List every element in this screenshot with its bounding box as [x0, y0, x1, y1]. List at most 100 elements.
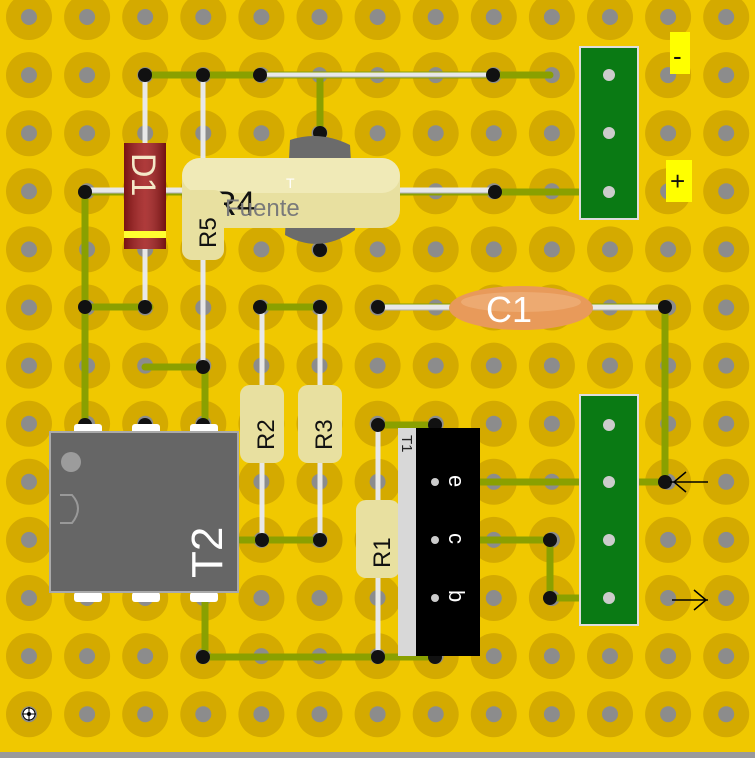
- pad-hole: [21, 357, 37, 374]
- pad-hole: [137, 9, 154, 25]
- solder-joint: [253, 300, 267, 314]
- r3-label: R3: [311, 419, 338, 450]
- pad-hole: [79, 648, 96, 665]
- pad-hole: [485, 357, 502, 374]
- pad-hole: [718, 67, 735, 84]
- r5-label: R5: [195, 217, 222, 248]
- pad-hole: [79, 67, 96, 84]
- solder-joint: [543, 533, 557, 547]
- capacitor-c1: C1: [449, 286, 593, 330]
- pad-hole: [660, 590, 677, 606]
- pad-hole: [369, 241, 386, 258]
- pad-hole: [602, 648, 618, 665]
- solder-joint: [253, 68, 267, 82]
- pad-hole: [660, 241, 677, 258]
- pad-hole: [369, 357, 386, 374]
- minus-label: -: [673, 41, 682, 71]
- pad-hole: [543, 648, 560, 665]
- pad-hole: [311, 9, 328, 25]
- pad-hole: [718, 241, 735, 258]
- resistor-r3: R3: [298, 385, 342, 463]
- pad-hole: [718, 590, 735, 606]
- pad-hole: [602, 706, 618, 723]
- pad-hole: [485, 590, 502, 606]
- pad-hole: [718, 648, 735, 665]
- pad-hole: [369, 125, 386, 142]
- pad-hole: [311, 706, 328, 723]
- pad-hole: [253, 241, 270, 258]
- plus-label: +: [670, 166, 685, 196]
- pad-hole: [543, 241, 560, 258]
- plus-marker: +: [666, 160, 692, 202]
- pad-hole: [427, 241, 444, 258]
- r2-label: R2: [253, 419, 280, 450]
- solder-joint: [371, 300, 385, 314]
- solder-joint: [371, 418, 385, 432]
- solder-joint: [255, 533, 269, 547]
- pad-hole: [79, 9, 96, 25]
- pad-hole: [369, 706, 386, 723]
- pad-hole: [602, 357, 618, 374]
- pot-label: Fuente: [225, 195, 300, 222]
- input-arrow-icon: [670, 471, 708, 493]
- solder-joint: [138, 300, 152, 314]
- solder-joint: [78, 300, 92, 314]
- pad-hole: [427, 9, 444, 25]
- origin-marker-icon: [22, 707, 36, 721]
- c1-label: C1: [486, 289, 532, 330]
- solder-joint: [196, 68, 210, 82]
- pad-hole: [21, 183, 37, 200]
- pad-hole: [195, 9, 212, 25]
- pad-hole: [21, 125, 37, 142]
- pad-hole: [660, 531, 677, 548]
- pad-hole: [718, 183, 735, 200]
- resistor-r1: R1: [356, 500, 400, 578]
- pad-hole: [21, 9, 37, 25]
- pin-c-label: c: [444, 533, 469, 544]
- pad-hole: [718, 473, 735, 490]
- pot-mark: T: [286, 175, 295, 191]
- pad-hole: [369, 9, 386, 25]
- pad-hole: [543, 125, 560, 142]
- pad-hole: [79, 125, 96, 142]
- pad-hole: [660, 706, 677, 723]
- pad-hole: [543, 9, 560, 25]
- solder-joint: [488, 185, 502, 199]
- pad-hole: [311, 590, 328, 606]
- pad-hole: [21, 67, 37, 84]
- resistor-r2: R2: [240, 385, 284, 463]
- pad-hole: [718, 415, 735, 432]
- pad-hole: [427, 357, 444, 374]
- pad-hole: [660, 9, 677, 25]
- pad-hole: [253, 706, 270, 723]
- pad-hole: [21, 415, 37, 432]
- pin-b-label: b: [444, 590, 469, 602]
- pad-hole: [137, 648, 154, 665]
- pad-hole: [137, 706, 154, 723]
- solder-joint: [371, 650, 385, 664]
- pad-hole: [543, 706, 560, 723]
- ic-t2: T2: [49, 424, 239, 602]
- pad-hole: [485, 648, 502, 665]
- pad-hole: [718, 357, 735, 374]
- r1-label: R1: [369, 537, 396, 568]
- solder-joint: [78, 185, 92, 199]
- d1-label: D1: [124, 153, 162, 196]
- pad-hole: [485, 9, 502, 25]
- pad-hole: [485, 706, 502, 723]
- pad-hole: [253, 9, 270, 25]
- pad-hole: [21, 241, 37, 258]
- t2-label: T2: [183, 527, 232, 578]
- solder-joint: [543, 591, 557, 605]
- pad-hole: [602, 9, 618, 25]
- pad-hole: [485, 125, 502, 142]
- transistor-t1: T1 e c b: [398, 428, 480, 656]
- terminal-block-top: [579, 46, 639, 220]
- resistor-r5: R5: [182, 190, 224, 260]
- terminal-block-bottom: [579, 394, 639, 626]
- minus-marker: -: [670, 32, 690, 74]
- pad-hole: [427, 706, 444, 723]
- solder-joint: [313, 533, 327, 547]
- pad-hole: [718, 125, 735, 142]
- solder-joint: [196, 650, 210, 664]
